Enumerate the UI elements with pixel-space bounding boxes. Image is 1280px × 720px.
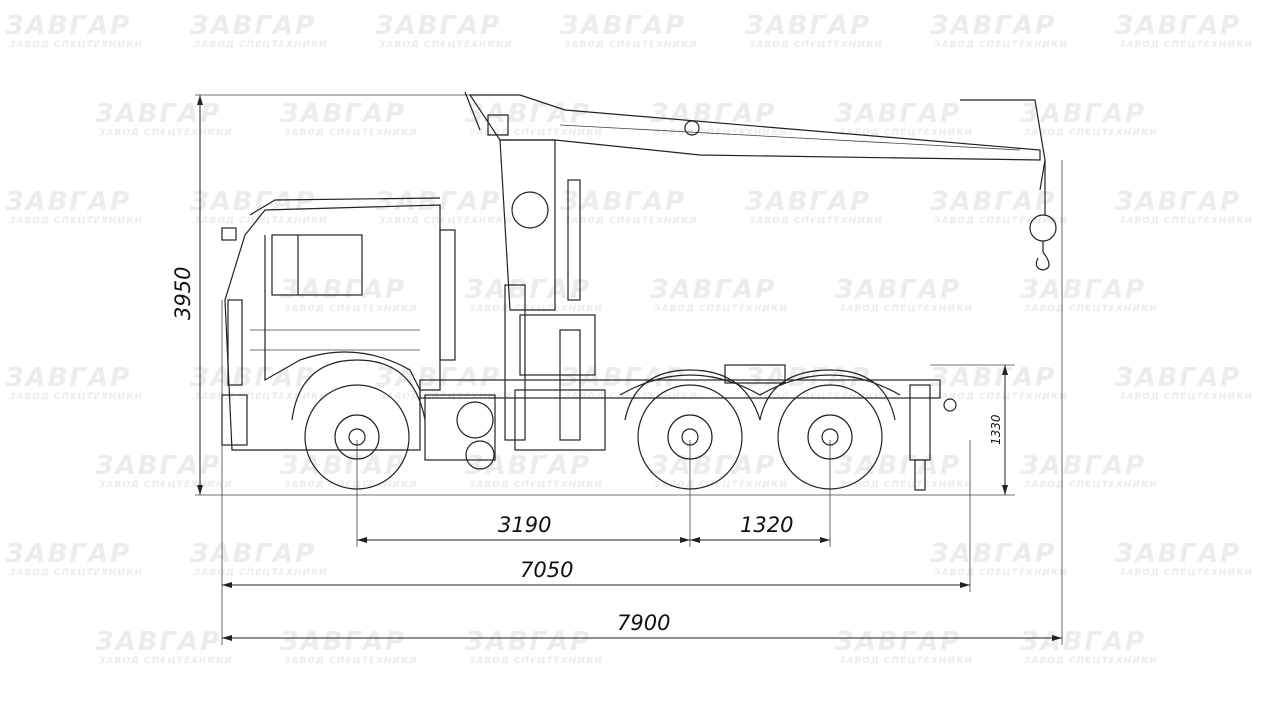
- dim-overall-length: 7900: [617, 611, 670, 635]
- dimension-lines: [197, 95, 1062, 641]
- dim-wheelbase-rear: 1320: [740, 513, 793, 537]
- truck-cab: [221, 197, 456, 451]
- crane: [464, 91, 1057, 441]
- rear-wheel-1: [637, 384, 743, 490]
- rear-wheel-2: [777, 384, 883, 490]
- front-wheel: [304, 384, 410, 490]
- dim-overall-height: 3950: [171, 267, 195, 320]
- dim-wheelbase-front: 3190: [498, 513, 551, 537]
- dim-fifth-wheel-height: 1330: [989, 414, 1003, 445]
- wheels: [291, 359, 896, 490]
- extension-lines: [195, 94, 1063, 645]
- dim-length-7050: 7050: [520, 558, 573, 582]
